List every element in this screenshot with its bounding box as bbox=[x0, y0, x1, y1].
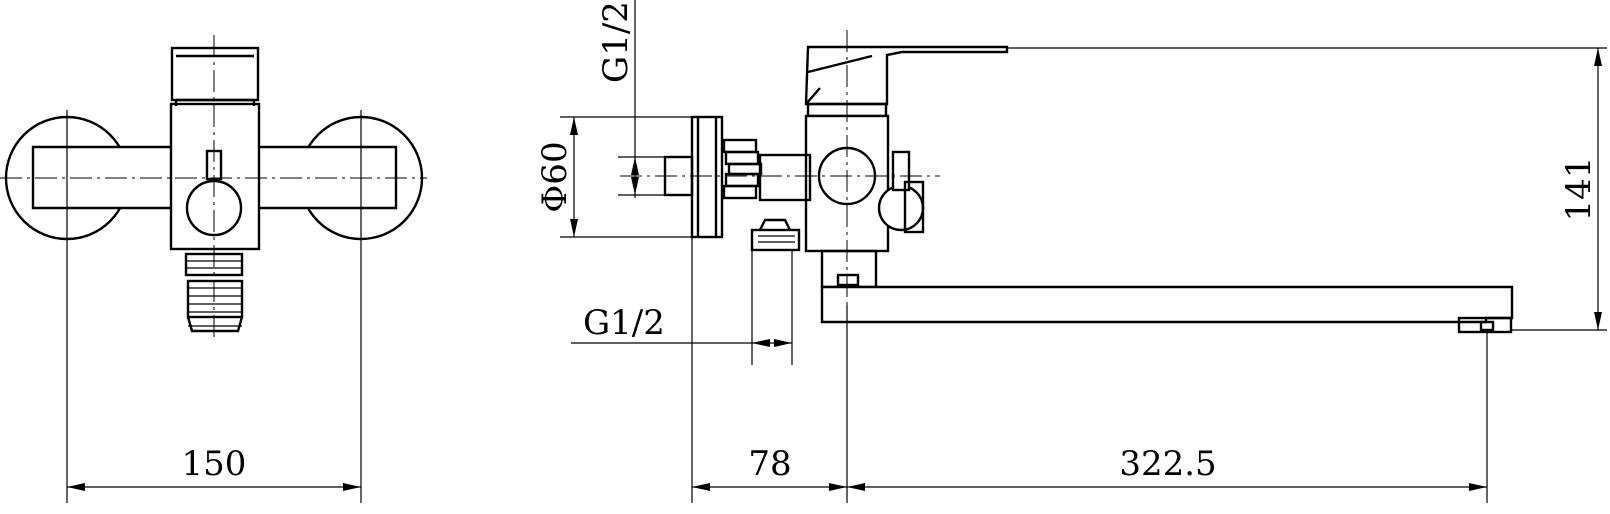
central-body bbox=[169, 102, 261, 251]
inlet-thread-label: G1/2 bbox=[596, 1, 636, 83]
width-dimension-label: 150 bbox=[182, 444, 247, 484]
spout bbox=[820, 285, 1514, 324]
spout-reach-label: 322.5 bbox=[1119, 444, 1216, 484]
side-view: Φ60 G1/2 G1/2 78 322.5 141 bbox=[535, 0, 1607, 503]
diverter-stem bbox=[891, 150, 911, 192]
shower-outlet bbox=[750, 228, 801, 252]
spout-collar bbox=[820, 249, 878, 289]
flange-diameter-label: Φ60 bbox=[535, 141, 575, 212]
eccentric-arm bbox=[758, 153, 812, 202]
diverter-pull-knob bbox=[877, 184, 925, 232]
height-dimension-label: 141 bbox=[1559, 157, 1599, 222]
outlet-thread-label: G1/2 bbox=[583, 303, 665, 343]
outlet-thread bbox=[186, 279, 244, 319]
wall-flange-side bbox=[690, 115, 724, 239]
front-view: 150 bbox=[0, 35, 427, 503]
aerator bbox=[1457, 316, 1513, 334]
lever-handle bbox=[804, 45, 1009, 106]
inlet-offset-label: 78 bbox=[748, 444, 791, 484]
